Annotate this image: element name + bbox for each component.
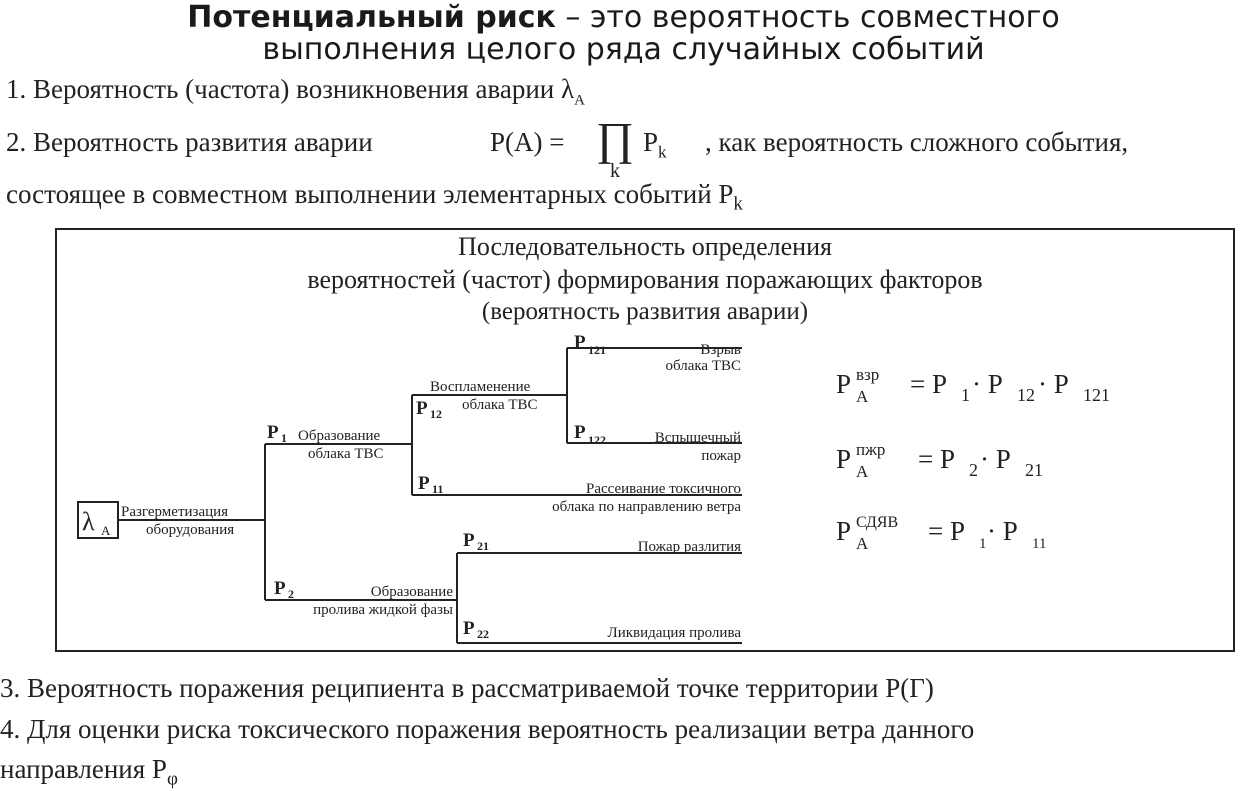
p122-label-2: пожар	[701, 448, 741, 464]
f2-rhs: = P	[918, 444, 955, 474]
p11-label-1: Рассеивание токсичного	[586, 481, 741, 497]
f2-p: P	[836, 444, 851, 474]
f3-dot1: · P	[987, 516, 1018, 546]
page-title: Потенциальный риск – это вероятность сов…	[0, 2, 1247, 34]
p12-label-2: облака ТВС	[462, 397, 538, 413]
p12-sub: 12	[430, 407, 442, 421]
p11-label-2: облака по направлению ветра	[552, 499, 741, 515]
formula-p: Pk	[643, 127, 667, 162]
p21-label: Пожар разлития	[638, 539, 741, 555]
p12-label-1: Воспламенение	[430, 379, 531, 395]
page-title-line2: выполнения целого ряда случайных событий	[0, 34, 1247, 66]
f3-s2: 11	[1032, 536, 1046, 552]
p12-symbol: P	[416, 398, 428, 419]
item-2-text: 2. Вероятность развития аварии	[6, 127, 373, 157]
diagram-panel	[55, 228, 1235, 652]
diagram-title-line1: Последовательность определения	[458, 232, 832, 261]
p122-sub: 122	[588, 433, 606, 447]
p122-label-1: Вспышечный	[655, 430, 741, 446]
f2-s1: 2	[969, 460, 978, 480]
p22-sub: 22	[477, 627, 489, 641]
p21-sub: 21	[477, 539, 489, 553]
f3-sup: СДЯВ	[856, 514, 898, 531]
p11-sub: 11	[432, 482, 443, 496]
p121-label-2: облака ТВС	[665, 358, 741, 374]
p2-label-1: Образование	[371, 584, 454, 600]
f1-dot2: · P	[1038, 369, 1069, 399]
p121-sub: 121	[588, 343, 606, 357]
title-bold: Потенциальный риск	[187, 0, 556, 35]
f3-rhs: = P	[928, 516, 965, 546]
p122-symbol: P	[574, 422, 586, 443]
f1-s2: 12	[1017, 385, 1035, 405]
f1-sub: А	[856, 387, 869, 406]
item-3: 3. Вероятность поражения реципиента в ра…	[0, 673, 934, 704]
item-1-text: 1. Вероятность (частота) возникновения а…	[6, 74, 555, 104]
item-4-line2-text: направления P	[0, 754, 167, 784]
p121-label-1: Взрыв	[700, 342, 741, 358]
f2-sub: А	[856, 462, 869, 481]
f2-dot1: · P	[980, 444, 1011, 474]
p121-symbol: P	[574, 332, 586, 353]
f1-dot1: · P	[972, 369, 1003, 399]
item-4-sub: φ	[166, 768, 178, 790]
p1-sub: 1	[281, 431, 287, 445]
title-line2-text: выполнения целого ряда случайных событий	[262, 32, 985, 67]
tree-lines	[77, 347, 742, 644]
p1-symbol: P	[267, 422, 279, 443]
root-label-2: оборудования	[146, 522, 234, 538]
p11-symbol: P	[418, 473, 430, 494]
diagram-title-line2: вероятностей (частот) формирования пораж…	[307, 265, 983, 294]
item-2-line2-text: состоящее в совместном выполнении элемен…	[6, 179, 734, 209]
p22-label: Ликвидация пролива	[608, 625, 742, 641]
f2-s2: 21	[1025, 460, 1043, 480]
p22-symbol: P	[463, 618, 475, 639]
item-4-text: 4. Для оценки риска токсического поражен…	[0, 714, 975, 744]
f1-s1: 1	[961, 385, 970, 405]
item-3-text: 3. Вероятность поражения реципиента в ра…	[0, 673, 934, 703]
p1-label-2: облака ТВС	[308, 446, 384, 462]
product-symbol: ∏	[596, 113, 634, 164]
f1-sup: взр	[856, 365, 879, 384]
item-2-line2-sub: k	[733, 193, 743, 215]
formula-fire: P пжр А = P 2 · P 21	[836, 440, 1043, 481]
formula-toxic: P СДЯВ А = P 1 · P 11	[836, 514, 1046, 553]
p2-label-2: пролива жидкой фазы	[313, 602, 453, 618]
item-2: 2. Вероятность развития аварии	[6, 127, 373, 158]
formula-lhs: P(A) =	[490, 127, 565, 157]
formula-explosion: P взр А = P 1 · P 12 · P 121	[836, 365, 1110, 406]
f2-sup: пжр	[856, 440, 885, 459]
f1-s3: 121	[1083, 385, 1110, 405]
f3-sub: А	[856, 534, 869, 553]
f1-p: P	[836, 369, 851, 399]
lambda-symbol: λ	[561, 74, 575, 104]
formula-p-letter: P	[643, 127, 659, 157]
item-2-line2: состоящее в совместном выполнении элемен…	[6, 179, 743, 215]
p21-symbol: P	[463, 530, 475, 551]
item-2-tail: , как вероятность сложного события,	[705, 127, 1128, 158]
item-2-tail-text: , как вероятность сложного события,	[705, 127, 1129, 157]
root-lambda: λ	[82, 507, 95, 536]
formula-p-sub: k	[658, 142, 667, 162]
p2-symbol: P	[274, 578, 286, 599]
p1-label-1: Образование	[298, 428, 381, 444]
f3-p: P	[836, 516, 851, 546]
lambda-sub: А	[574, 92, 585, 109]
root-label-1: Разгерметизация	[121, 504, 228, 520]
root-lambda-sub: А	[101, 523, 111, 538]
f1-rhs: = P	[910, 369, 947, 399]
item-1: 1. Вероятность (частота) возникновения а…	[6, 74, 585, 109]
item-2-formula: P(A) =	[490, 127, 564, 158]
item-4-line2: направления Pφ	[0, 754, 178, 790]
p2-sub: 2	[288, 587, 294, 601]
diagram-title-line3: (вероятность развития аварии)	[481, 298, 809, 325]
product-index: k	[610, 160, 620, 182]
f3-s1: 1	[979, 536, 987, 552]
title-rest: – это вероятность совместного	[555, 0, 1060, 35]
item-4: 4. Для оценки риска токсического поражен…	[0, 714, 974, 745]
